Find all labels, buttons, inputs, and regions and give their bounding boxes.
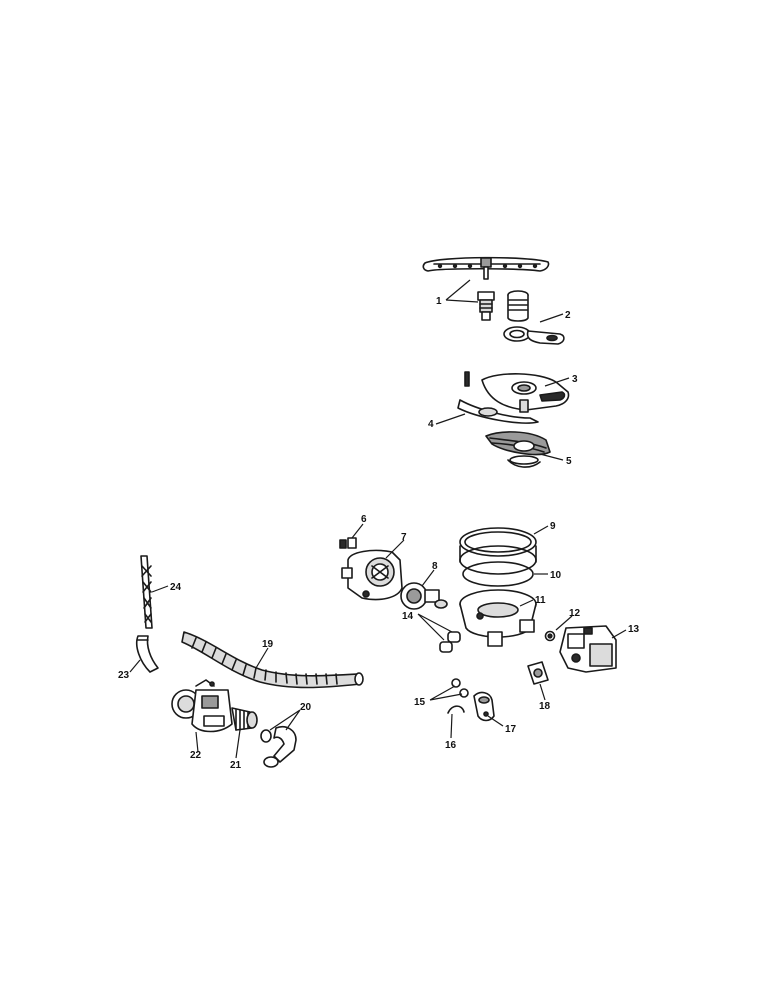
elbow-20 [260, 725, 297, 768]
spray-arm [422, 256, 550, 280]
filter-tube-and-bracket [503, 290, 565, 345]
callout-14: 14 [402, 611, 414, 622]
callout-20: 20 [300, 702, 312, 713]
callout-8: 8 [432, 561, 438, 572]
callout-3: 3 [572, 374, 578, 385]
gaskets-9-10 [459, 527, 537, 587]
callout-21: 21 [230, 760, 242, 771]
clip-6 [339, 537, 357, 549]
callout-1: 1 [436, 296, 442, 307]
callout-22: 22 [190, 750, 202, 761]
callout-6: 6 [361, 514, 367, 525]
callout-17: 17 [505, 724, 517, 735]
callout-18: 18 [539, 701, 551, 712]
seals-14 [439, 631, 461, 653]
callout-23: 23 [118, 670, 130, 681]
screw-and-lower-plate [457, 371, 539, 424]
callout-2: 2 [565, 310, 571, 321]
callout-5: 5 [566, 456, 572, 467]
callout-10: 10 [550, 570, 562, 581]
pump-housing-7 [341, 549, 403, 601]
callout-15: 15 [414, 697, 426, 708]
callout-19: 19 [262, 639, 274, 650]
gasket-18 [527, 661, 549, 685]
callout-13: 13 [628, 624, 640, 635]
coupling-21 [231, 707, 258, 731]
drain-pump-22 [171, 679, 233, 733]
small-parts-15-16 [447, 678, 469, 714]
callout-24: 24 [170, 582, 182, 593]
hose-24 [140, 555, 153, 629]
leader-lines [129, 279, 627, 759]
hose-23 [135, 635, 159, 673]
elbow-17 [473, 691, 495, 722]
nut-12 [544, 630, 556, 642]
motor-13 [559, 625, 617, 673]
sump-11 [459, 589, 537, 647]
callout-7: 7 [401, 532, 407, 543]
fine-filter [485, 431, 551, 468]
callout-16: 16 [445, 740, 457, 751]
spray-arm-hub [477, 291, 495, 321]
drain-hose-19 [181, 631, 364, 689]
impeller-8 [400, 582, 448, 610]
callout-9: 9 [550, 521, 556, 532]
callout-11: 11 [535, 595, 546, 606]
upper-guard-plate [481, 373, 570, 413]
callout-12: 12 [569, 608, 581, 619]
callout-4: 4 [428, 419, 434, 430]
callout-labels: 1 2 3 4 5 6 7 8 9 10 11 12 13 14 15 16 1… [118, 296, 640, 771]
